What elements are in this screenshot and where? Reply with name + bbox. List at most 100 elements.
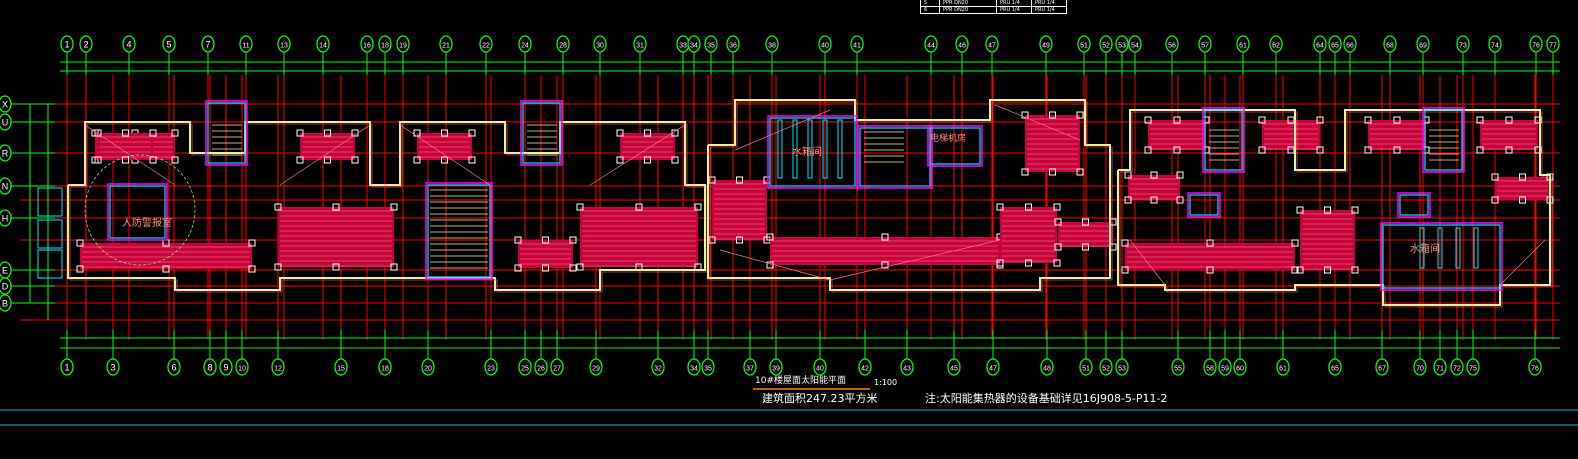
axis-bubble-bottom-label: 34 bbox=[690, 366, 698, 373]
axis-bubble-top-label: 33 bbox=[679, 43, 687, 50]
solar-panel-body bbox=[1495, 177, 1550, 200]
panel-support-mark bbox=[324, 129, 331, 137]
axis-bubble-bottom bbox=[60, 358, 74, 376]
axis-bubble-bottom bbox=[1233, 358, 1247, 376]
drawing-scale: 1:100 bbox=[874, 378, 898, 387]
axis-bubble-bottom-label: 37 bbox=[746, 366, 754, 373]
axis-bubble-bottom-label: 8 bbox=[207, 363, 212, 373]
water-tank bbox=[1473, 227, 1479, 269]
axis-bubble-top-label: 65 bbox=[1331, 43, 1339, 50]
panel-support-mark bbox=[1491, 196, 1499, 204]
axis-bubble-top bbox=[1269, 35, 1283, 53]
axis-bubble-top-label: 34 bbox=[690, 43, 698, 50]
panel-support-mark bbox=[171, 156, 179, 164]
panel-support-mark bbox=[324, 156, 331, 164]
axis-bubble-bottom bbox=[1079, 358, 1093, 376]
solar-panel bbox=[766, 233, 1004, 269]
axis-bubble-top-label: 2 bbox=[83, 40, 88, 50]
axis-bubble-bottom-label: 25 bbox=[521, 366, 529, 373]
axis-bubble-bottom-label: 52 bbox=[1102, 366, 1110, 373]
stairwell-outline bbox=[520, 100, 563, 166]
legend-cell: 5 bbox=[924, 0, 928, 6]
axis-bubble-top bbox=[726, 35, 740, 53]
solar-panel bbox=[1258, 116, 1324, 154]
axis-bubble-bottom bbox=[858, 358, 872, 376]
axis-bubble-left bbox=[0, 209, 12, 227]
water-tank-room-outline bbox=[1380, 222, 1503, 291]
axis-bubble-bottom-label: 58 bbox=[1206, 366, 1214, 373]
water-tank bbox=[777, 119, 783, 179]
panel-support-mark bbox=[1053, 259, 1061, 267]
panel-support-mark bbox=[1491, 173, 1499, 181]
panel-support-mark bbox=[1121, 266, 1129, 274]
room-label-elevator-room: 电梯机房 bbox=[930, 134, 967, 144]
axis-bubble-top-label: 52 bbox=[1102, 43, 1110, 50]
panel-support-mark bbox=[76, 265, 84, 273]
building-walls bbox=[37, 99, 1553, 308]
panel-support-mark bbox=[616, 156, 624, 164]
solar-panel-body bbox=[1125, 243, 1295, 270]
panel-support-mark bbox=[1476, 116, 1484, 124]
water-tank bbox=[1419, 227, 1425, 269]
solar-panel bbox=[1124, 171, 1184, 204]
solar-panel-body bbox=[278, 207, 394, 267]
solar-panel bbox=[1144, 116, 1210, 154]
axis-bubble-bottom-label: 48 bbox=[1043, 366, 1051, 373]
drainage-slope-line bbox=[994, 104, 1081, 141]
solar-panel-body bbox=[1262, 120, 1320, 150]
axis-bubble-top bbox=[79, 35, 93, 53]
drainage-slope-line bbox=[1499, 239, 1546, 286]
stairwell-outline bbox=[1422, 107, 1465, 173]
axis-bubble-top bbox=[818, 35, 832, 53]
panel-support-mark bbox=[1121, 239, 1129, 247]
axis-bubble-left bbox=[0, 177, 12, 195]
panel-support-mark bbox=[1025, 259, 1032, 267]
panel-support-mark bbox=[1082, 218, 1089, 226]
water-tank bbox=[822, 119, 828, 179]
panel-support-mark bbox=[248, 265, 256, 273]
panel-support-mark bbox=[1144, 146, 1152, 154]
solar-panel bbox=[274, 203, 398, 271]
building-area-note: 建筑面积247.23平方米 bbox=[762, 392, 878, 405]
axis-bubble-bottom-label: 10 bbox=[238, 366, 246, 373]
axis-bubble-top-label: 76 bbox=[1532, 43, 1540, 50]
axis-bubble-top bbox=[985, 35, 999, 53]
axis-bubble-top bbox=[1198, 35, 1212, 53]
drainage-slope-line bbox=[1129, 239, 1166, 286]
axis-bubble-bottom bbox=[947, 358, 961, 376]
axis-bubble-top-label: 40 bbox=[821, 43, 829, 50]
panel-support-mark bbox=[274, 203, 282, 211]
axis-bubble-bottom bbox=[235, 358, 249, 376]
panel-support-mark bbox=[351, 156, 359, 164]
stair-shaft-outline bbox=[425, 182, 493, 280]
stairwell-outline bbox=[205, 100, 248, 166]
panel-support-mark bbox=[1476, 146, 1484, 154]
axis-bubble-bottom-label: 6 bbox=[171, 363, 176, 373]
axis-bubble-top-label: 21 bbox=[442, 43, 450, 50]
panel-support-mark bbox=[996, 259, 1004, 267]
stairwell-inner bbox=[859, 127, 931, 187]
panel-support-mark bbox=[1054, 218, 1062, 226]
panel-support-mark bbox=[1324, 206, 1331, 214]
axis-bubble-top bbox=[316, 35, 330, 53]
axis-bubble-bottom bbox=[219, 358, 233, 376]
axis-bubble-top bbox=[924, 35, 938, 53]
axis-bubble-bottom-label: 60 bbox=[1236, 366, 1244, 373]
panel-support-mark bbox=[1049, 111, 1056, 119]
axis-bubble-top bbox=[556, 35, 570, 53]
axis-bubble-top-label: 44 bbox=[927, 43, 935, 50]
solar-panel-body bbox=[1000, 207, 1057, 263]
stairwell-outline bbox=[1202, 107, 1245, 173]
axis-bubble-bottom bbox=[900, 358, 914, 376]
axis-bubble-bottom-label: 45 bbox=[950, 366, 958, 373]
axis-bubble-top-label: 73 bbox=[1459, 43, 1467, 50]
axis-bubble-top-label: 68 bbox=[1386, 43, 1394, 50]
shaft-outline bbox=[1187, 192, 1221, 218]
solar-panel-body bbox=[417, 133, 472, 160]
stairwell-inner bbox=[1424, 109, 1463, 171]
panel-support-mark bbox=[1082, 243, 1089, 251]
panel-support-mark bbox=[149, 129, 157, 137]
axis-bubble-left-label: B bbox=[2, 299, 8, 309]
axis-bubble-top-label: 4 bbox=[126, 40, 131, 50]
axis-bubble-bottom bbox=[769, 358, 783, 376]
